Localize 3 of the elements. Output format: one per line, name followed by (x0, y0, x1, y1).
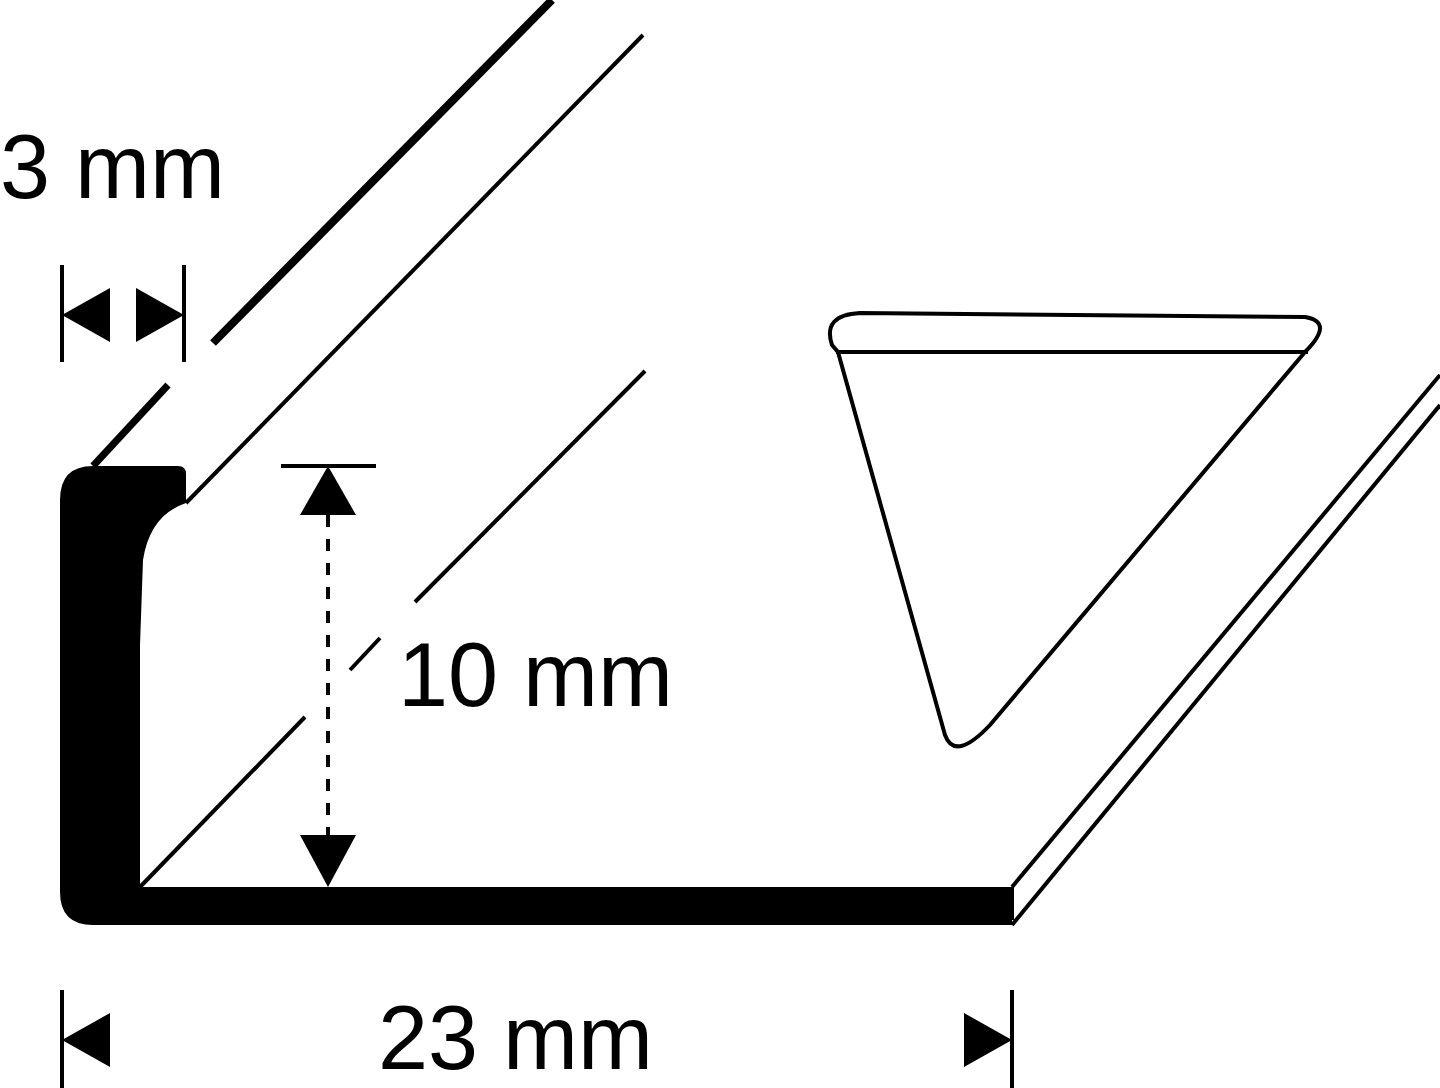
dimension-label: 10 mm (398, 630, 674, 720)
dimension-label: 3 mm (0, 122, 225, 212)
dimension-label: 23 mm (378, 993, 654, 1083)
